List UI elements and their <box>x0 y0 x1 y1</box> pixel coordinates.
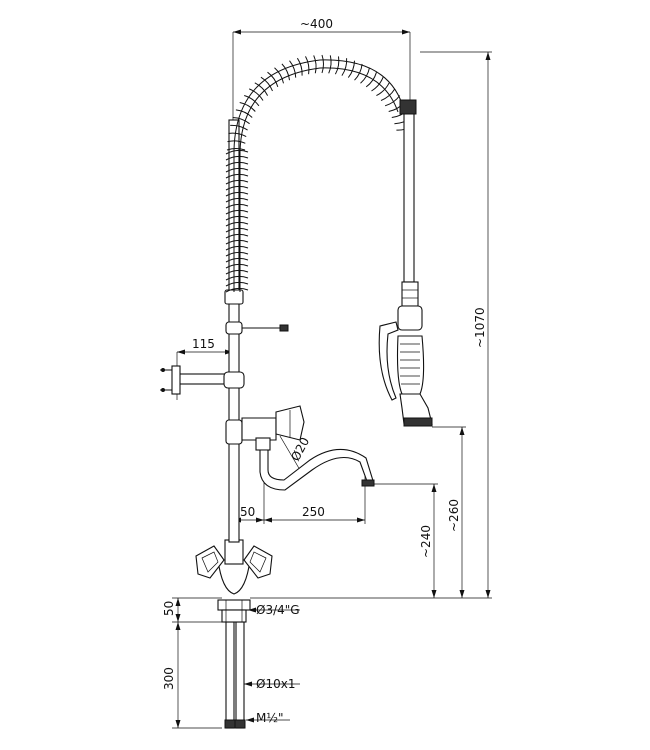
spring-coil <box>225 54 415 293</box>
shower-height-label: ~260 <box>447 499 461 532</box>
total-height-label: ~1070 <box>473 307 487 348</box>
spout-height-label: ~240 <box>419 525 433 558</box>
faucet <box>160 119 375 729</box>
tail-length-label: 300 <box>162 667 176 690</box>
connection-label: M½" <box>256 711 284 725</box>
spout-offset-label: 50 <box>240 505 255 519</box>
inlet-thread-label: Ø3/4"G <box>256 603 300 617</box>
hose <box>233 59 417 292</box>
spout-length-label: 250 <box>302 505 325 519</box>
hose-reach-label: ~400 <box>300 17 333 31</box>
base-height-label: 50 <box>162 601 176 616</box>
tube-size-label: Ø10x1 <box>256 677 295 691</box>
spray-valve <box>378 281 433 427</box>
dimension-lines <box>172 29 492 729</box>
spout-diameter-label: Ø20 <box>288 435 312 463</box>
dimension-labels: ~400 ~1070 ~260 ~240 115 50 250 Ø20 50 3… <box>162 17 487 725</box>
wall-bracket-label: 115 <box>192 337 215 351</box>
